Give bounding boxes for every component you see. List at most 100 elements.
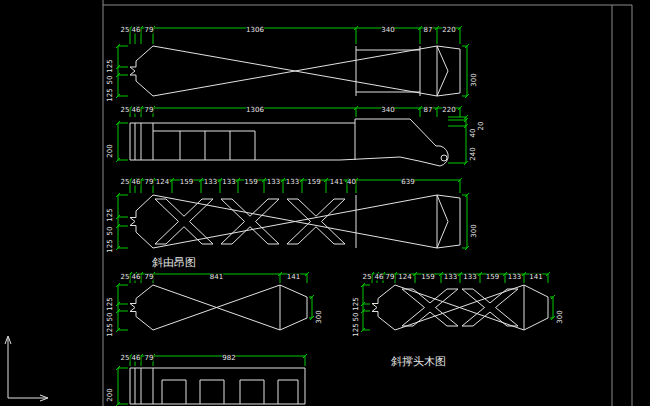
extension-line	[118, 217, 128, 218]
extension-line	[395, 274, 396, 283]
dimension-line	[467, 46, 468, 96]
dimension-text: 125	[107, 59, 114, 72]
dimension-text: 841	[210, 274, 223, 281]
extension-line	[141, 356, 142, 366]
part-outline	[372, 285, 548, 330]
dimension-tick	[310, 295, 314, 299]
extension-line	[118, 404, 128, 405]
dimension-text: 300	[471, 224, 478, 237]
extension-line	[130, 180, 131, 193]
extension-line	[363, 330, 370, 331]
extension-line	[448, 117, 466, 118]
dimension-text: 300	[471, 73, 478, 86]
dimension-text: 25	[121, 107, 130, 114]
part-edge	[280, 285, 281, 330]
dimension-text: 79	[145, 274, 154, 281]
dimension-line	[118, 46, 119, 96]
extension-line	[118, 96, 128, 97]
extension-line	[448, 163, 466, 164]
dimension-text: 50	[107, 312, 114, 321]
dimension-line	[118, 285, 119, 330]
extension-line	[448, 126, 466, 127]
part-edge	[230, 131, 231, 160]
dimension-text: 25	[121, 179, 130, 186]
dimension-line	[466, 117, 467, 163]
dimension-text: 200	[107, 388, 114, 401]
dimension-line	[118, 123, 119, 160]
extension-line	[118, 123, 128, 124]
dimension-text: 79	[145, 27, 154, 34]
extension-line	[130, 356, 131, 366]
dimension-text: 133	[267, 179, 280, 186]
extension-line	[356, 108, 357, 117]
sheet-frame	[103, 5, 632, 6]
ucs-icon	[40, 395, 48, 401]
extension-line	[462, 195, 467, 196]
extension-line	[462, 96, 467, 97]
dimension-line	[467, 195, 468, 248]
dimension-text: 20	[478, 122, 485, 131]
part-edge	[356, 195, 357, 248]
extension-line	[460, 180, 461, 193]
dimension-text: 240	[470, 147, 477, 160]
dimension-text: 133	[286, 179, 299, 186]
dimension-text: 159	[421, 274, 434, 281]
extension-line	[460, 28, 461, 44]
dimension-text: 300	[557, 310, 564, 323]
dimension-text: 25	[363, 274, 372, 281]
dimension-text: 1306	[246, 27, 264, 34]
dimension-line	[130, 108, 460, 109]
dimension-text: 79	[145, 107, 154, 114]
dimension-text: 982	[222, 355, 235, 362]
extension-line	[480, 274, 481, 283]
dimension-text: 46	[132, 107, 141, 114]
extension-line	[448, 120, 466, 121]
extension-line	[363, 304, 370, 305]
extension-line	[441, 274, 442, 283]
extension-line	[548, 274, 549, 283]
dimension-text: 133	[222, 179, 235, 186]
dimension-text: 141	[330, 179, 343, 186]
part-edge	[180, 131, 181, 160]
extension-line	[118, 75, 128, 76]
dimension-text: 50	[107, 226, 114, 235]
extension-line	[415, 274, 416, 283]
extension-line	[238, 180, 239, 193]
dimension-text: 125	[353, 297, 360, 310]
extension-line	[420, 28, 421, 44]
extension-line	[118, 248, 128, 249]
extension-line	[363, 311, 370, 312]
dimension-text: 220	[442, 27, 455, 34]
dimension-line	[130, 356, 305, 357]
part-edge	[141, 368, 142, 404]
extension-line	[307, 274, 308, 283]
dimension-tick	[310, 316, 314, 320]
dimension-text: 200	[107, 144, 114, 157]
part-outline	[287, 199, 345, 244]
extension-line	[460, 274, 461, 283]
ucs-icon	[8, 398, 46, 399]
dimension-text: 25	[121, 274, 130, 281]
part-edge	[437, 46, 438, 96]
part-edge	[356, 50, 420, 51]
dimension-line	[118, 368, 119, 404]
extension-line	[264, 180, 265, 193]
extension-line	[118, 330, 128, 331]
dimension-text: 124	[156, 179, 169, 186]
part-edge	[255, 131, 256, 160]
dimension-text: 79	[145, 355, 154, 362]
dimension-text: 159	[486, 274, 499, 281]
extension-line	[372, 274, 373, 283]
extension-line	[118, 46, 128, 47]
dimension-text: 220	[442, 107, 455, 114]
extension-line	[437, 28, 438, 44]
sheet-frame	[103, 0, 104, 406]
extension-line	[524, 274, 525, 283]
part-outline	[130, 46, 460, 96]
part-edge	[240, 380, 264, 404]
part-edge	[135, 368, 136, 404]
dimension-text: 340	[381, 27, 394, 34]
sheet-frame	[612, 5, 613, 406]
dimension-text: 141	[287, 274, 300, 281]
